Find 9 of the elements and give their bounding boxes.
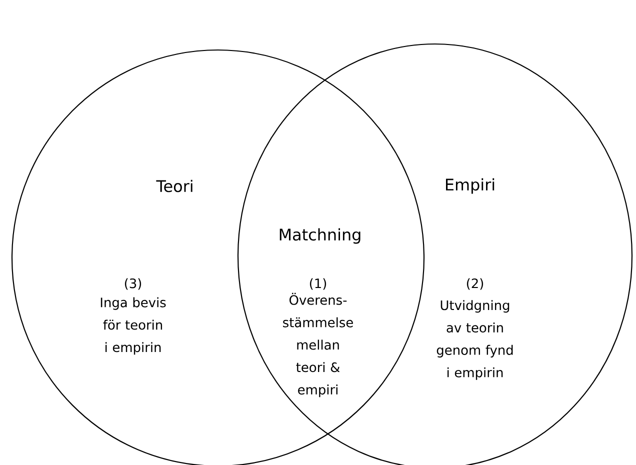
region-number: (3)	[124, 278, 142, 290]
region-number: (1)	[310, 278, 326, 290]
heading: Empiri	[446, 178, 494, 194]
description: Utvidgning av teorin genom fynd i empirin	[436, 300, 513, 380]
region-number: (2)	[466, 278, 484, 290]
description: Inga bevis för teorin i empirin	[100, 297, 166, 355]
description: Överens-stämmelse mellan teori & empiri	[283, 292, 353, 398]
heading: Teori	[156, 180, 192, 192]
heading: Matchning	[280, 228, 360, 244]
